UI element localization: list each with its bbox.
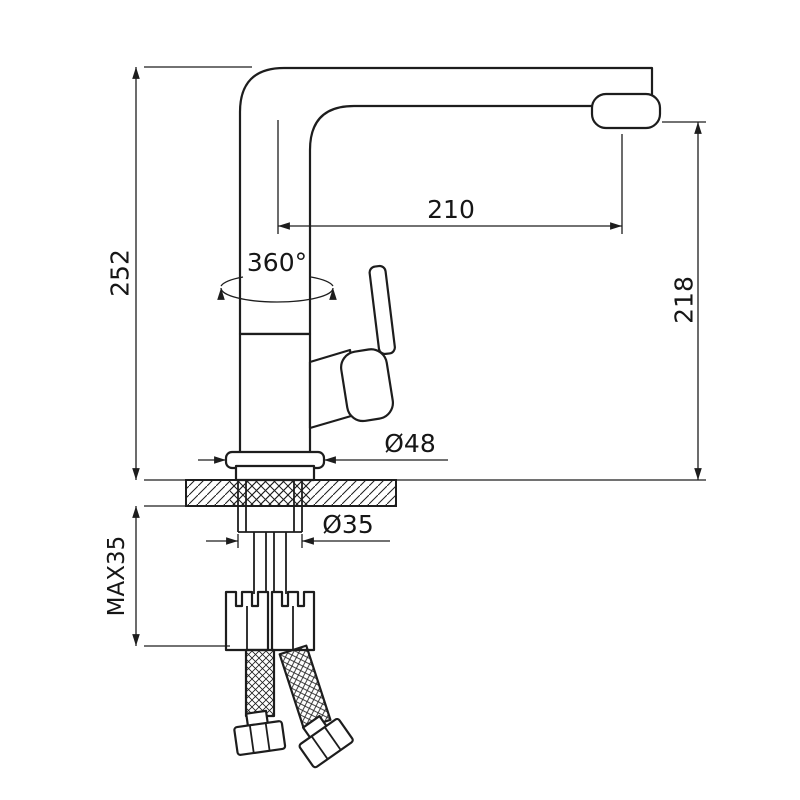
mounting-hardware: [224, 480, 354, 769]
dimension-label-max35: MAX35: [104, 536, 130, 617]
dimension-spout-reach: 210: [277, 120, 623, 234]
handle-cartridge-body: [340, 348, 394, 423]
handle-lever: [368, 264, 396, 356]
faucet-outline: [224, 66, 662, 482]
base-plate: [234, 464, 316, 482]
swivel-label: 360°: [247, 248, 307, 277]
hose-nut-right-body: [298, 717, 354, 769]
hose-nut-right: [298, 714, 354, 769]
hose-nut-right-facet-b: [323, 726, 342, 751]
dimension-overall-height: 252: [106, 66, 252, 481]
body-column: [238, 332, 312, 456]
swivel-arc-top-right: [310, 276, 334, 287]
dimension-label-218: 218: [670, 276, 699, 324]
swivel-arc-top-left: [220, 276, 244, 287]
braided-hose-left: [244, 648, 276, 718]
dimension-base-diameter: Ø48: [198, 429, 448, 464]
handle-cartridge: [340, 348, 394, 423]
dimension-label-d48: Ø48: [384, 429, 436, 458]
hose-nut-left-facet-b: [264, 722, 271, 751]
countertop-hole-crosshatch: [230, 481, 310, 505]
countertop-section: [185, 479, 397, 507]
braided-hose-right: [278, 644, 332, 730]
dimension-outlet-height: 218: [396, 121, 706, 481]
swivel-indicator: 360°: [217, 248, 337, 303]
dimension-label-210: 210: [427, 195, 475, 224]
handle-lever-stick: [368, 264, 396, 356]
dimension-hole-diameter: Ø35: [206, 510, 390, 548]
dimension-label-d35: Ø35: [322, 510, 374, 539]
dimension-label-252: 252: [106, 249, 135, 297]
dimension-max-thickness: MAX35: [104, 505, 230, 647]
hose-nut-left-facet-a: [248, 725, 255, 754]
hose-nut-left-body: [233, 720, 287, 756]
braided-hose-right-body: [278, 644, 332, 730]
hose-nut-right-facet-a: [310, 735, 329, 760]
swivel-arc-bottom: [217, 287, 337, 303]
spout-tip: [590, 92, 662, 130]
hose-nut-left: [233, 709, 287, 756]
